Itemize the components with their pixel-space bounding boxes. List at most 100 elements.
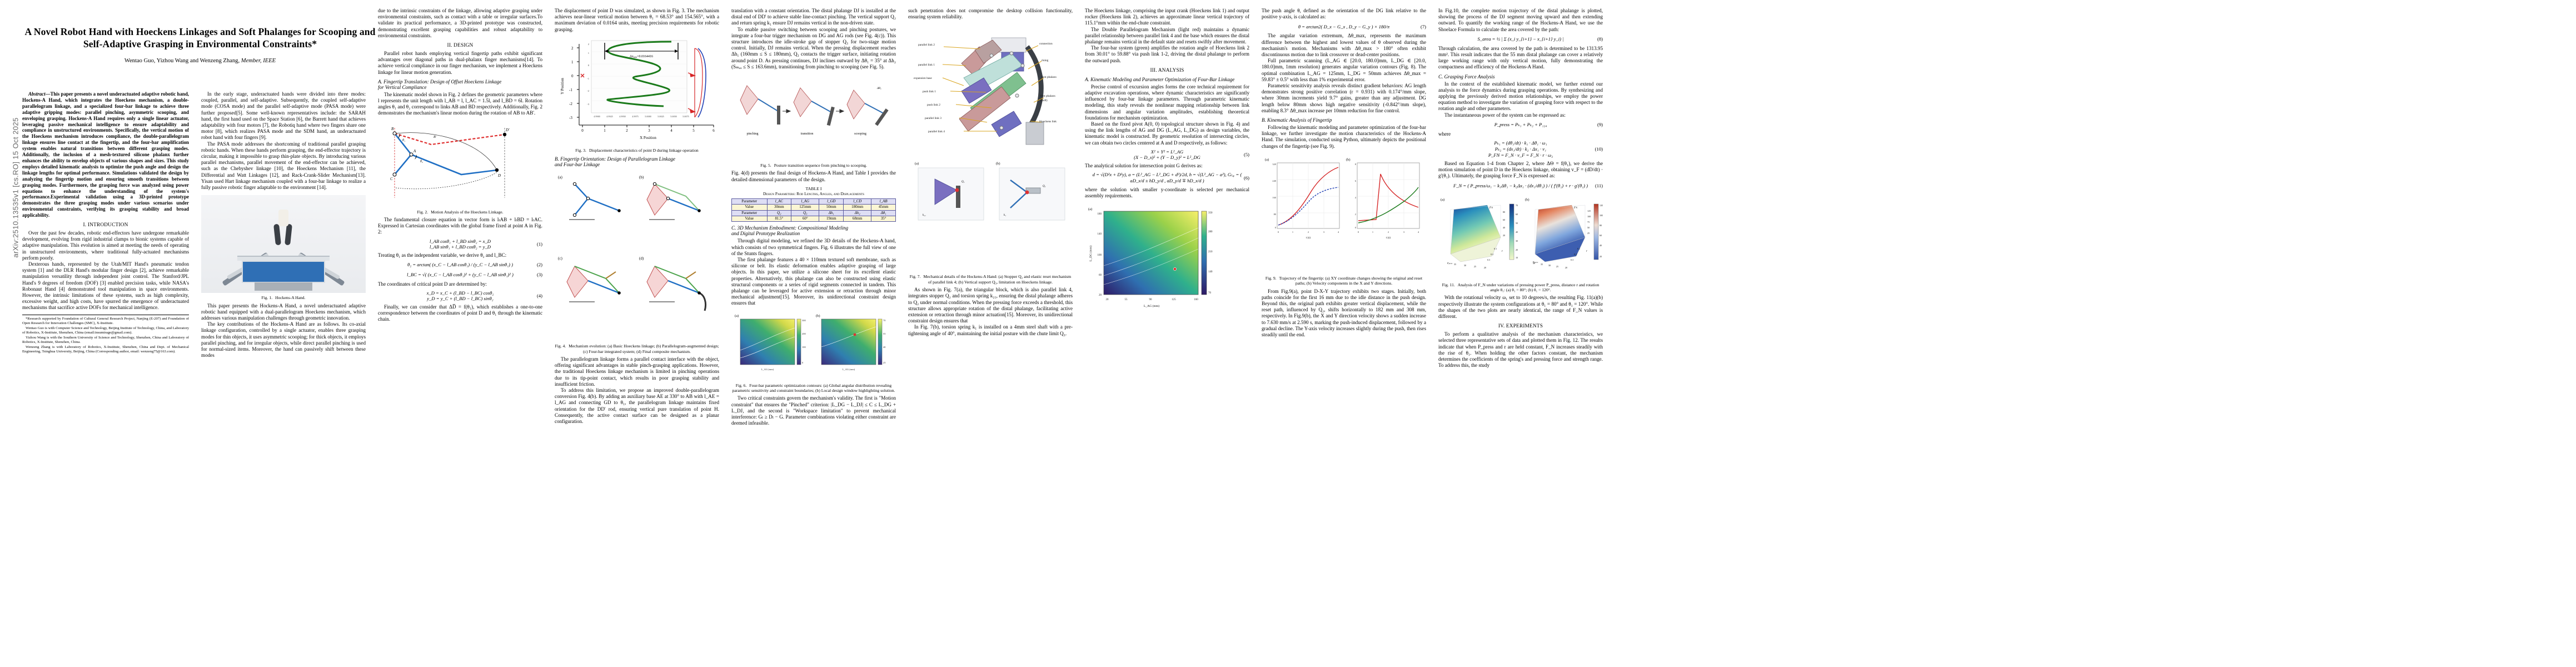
robot-hand-photo	[201, 195, 366, 293]
svg-text:F N: F N	[1489, 207, 1493, 210]
subsection-B-heading: B. Fingertip Orientation: Design of Para…	[555, 156, 719, 167]
svg-text:40: 40	[883, 346, 886, 349]
equation-10-line-b: Pₖ₂ = (dx₁/dt) · k₂ · Δx₁ · v₁	[1494, 146, 1547, 152]
equation-5-line-b: (X − D_x)² + (Y − D_y)² = L²_DG	[1134, 154, 1200, 160]
svg-text:75: 75	[1587, 221, 1590, 223]
callout-push-link-1: push link 1	[923, 90, 936, 93]
svg-text:100: 100	[1587, 215, 1591, 218]
figure-3-caption: Fig. 3.Displacement characteristics of p…	[555, 148, 719, 153]
figure-11-panel-b-label: (b)	[1525, 198, 1529, 202]
equation-11-number: (11)	[1595, 183, 1603, 189]
svg-text:35: 35	[1541, 263, 1543, 266]
svg-text:70: 70	[1516, 204, 1518, 207]
svg-text:3: 3	[1323, 231, 1325, 233]
subsection-C-heading: C. 3D Mechanism Embodiment: Compositiona…	[731, 225, 896, 236]
svg-text:(Soft): (Soft)	[1040, 98, 1048, 102]
svg-text:0: 0	[571, 74, 574, 78]
col2-para-1: In the early stage, underactuated hands …	[201, 91, 366, 141]
callout-parallel-link-4: parallel link 4	[928, 130, 945, 133]
equation-4-line-b: y_D = y_C + (l_BD − l_BC) sinθ₂	[427, 296, 494, 302]
subsection-analysis-A-heading: A. Kinematic Modeling and Parameter Opti…	[1085, 76, 1235, 82]
table-cell: 35°	[871, 215, 896, 222]
col5-para-2: To enable passive switching between scoo…	[731, 26, 896, 69]
equation-3: l_BC = √( (x_C − l_AB cosθ₁)² + (y_C − l…	[378, 271, 542, 278]
svg-text:Q₃: Q₃	[1043, 185, 1046, 188]
column-2: In the early stage, underactuated hands …	[201, 8, 366, 661]
col5-para-1: translation with a constant orientation.…	[731, 8, 896, 26]
figure-5-label: Fig. 5.	[760, 163, 771, 168]
callout-expansion-base: expansion base	[914, 77, 932, 80]
table-cell: 125mm	[791, 204, 820, 211]
svg-text:0: 0	[1275, 226, 1277, 229]
figure-9-label: Fig. 9.	[1265, 275, 1277, 281]
col7-para-5: Based on the fixed pivot A(0, 0) topolog…	[1085, 121, 1249, 146]
svg-text:30: 30	[1548, 264, 1551, 267]
equation-1-body: l_AB cosθ₁ + l_BD sinθ₂ = x_D l_AB sinθ₁…	[430, 238, 491, 250]
figure-9-panel-b-label: (b)	[1346, 158, 1351, 162]
svg-text:60: 60	[1503, 218, 1505, 221]
figure-6-caption: Fig. 6.Four-bar parametric optimization …	[731, 383, 896, 394]
svg-text:50: 50	[1516, 222, 1518, 225]
col6-para-2: As shown in Fig. 7(a), the triangular bl…	[908, 287, 1073, 324]
equation-2-number: (2)	[536, 262, 542, 268]
svg-text:300: 300	[802, 319, 806, 322]
table-cell: 81.5°	[766, 215, 792, 222]
svg-text:20: 20	[1516, 248, 1518, 251]
subsection-analysis-C-heading: C. Grasping Force Analysis	[1438, 73, 1495, 79]
figure-6-text: Four-bar parametric optimization contour…	[732, 382, 895, 393]
figure-11-plot: (a) F N 80 60 40 20	[1438, 193, 1603, 277]
svg-text:55: 55	[1125, 298, 1128, 301]
subsection-A-heading: A. Fingertip Translation: Design of Offs…	[378, 79, 542, 90]
callout-rising: rising	[1042, 59, 1049, 62]
svg-text:-1: -1	[587, 77, 590, 80]
svg-text:4: 4	[1355, 196, 1357, 199]
svg-text:0: 0	[1358, 231, 1359, 233]
figure-11-panel-a-label: (a)	[1441, 198, 1444, 202]
figure-7-panel-a-label: (a)	[915, 162, 919, 166]
table-cell: l_AC	[766, 198, 792, 205]
photo-tip-left	[273, 223, 281, 246]
subsection-analysis-B-heading: B. Kinematic Analysis of Fingertip	[1262, 117, 1332, 123]
svg-text:80: 80	[1600, 224, 1602, 227]
figure-11: (a) F N 80 60 40 20	[1438, 193, 1603, 293]
equation-10-number: (10)	[1595, 146, 1603, 152]
svg-text:210: 210	[1208, 251, 1213, 253]
figure-4-panel-d-label: (d)	[639, 256, 644, 261]
svg-text:55: 55	[883, 332, 886, 335]
figure-6-panel-a-label: (a)	[735, 314, 739, 318]
author-list: Wentao Guo, Yizhou Wang and Wenzeng Zhan…	[22, 58, 378, 64]
table-cell: 45mm	[871, 204, 896, 211]
table-cell: Parameter	[731, 210, 768, 216]
svg-text:100: 100	[1098, 254, 1102, 257]
svg-text:140: 140	[1098, 233, 1102, 236]
figure-7-text: Mechanical details of the Hockens-A Hand…	[923, 274, 1072, 285]
svg-text:35: 35	[1454, 263, 1456, 266]
col7-para-2: The Double Parallelogram Mechanism (ligh…	[1085, 26, 1249, 45]
equation-8-number: (8)	[1597, 36, 1603, 42]
svg-text:r: r	[1586, 250, 1587, 253]
svg-text:0.1: 0.1	[1577, 247, 1580, 250]
abstract-paragraph: Abstract—This paper presents a novel und…	[22, 91, 189, 218]
table-1: Parameter l_AC l_AG l_GD l_CD l_AB Value…	[731, 198, 896, 222]
col5-para-3: Fig. 4(d) presents the final design of H…	[731, 170, 896, 182]
equation-1-line-b: l_AB sinθ₁ + l_BD cosθ₂ = y_D	[429, 243, 491, 250]
col3-para-1: due to the intrinsic constraints of the …	[378, 8, 542, 38]
column-7: The Hoeckens linkage, comprising the inp…	[1085, 8, 1249, 661]
svg-text:4: 4	[670, 128, 672, 133]
callout-parallel-link-1: parallel link 1	[918, 63, 935, 67]
col5-para-5: The first phalange features a 40 × 110mm…	[731, 256, 896, 306]
col7-para-1: The Hoeckens linkage, comprising the inp…	[1085, 8, 1249, 26]
svg-text:6: 6	[712, 128, 715, 133]
figure-5-diagram: pinching transition scooping	[731, 74, 896, 158]
svg-text:-2: -2	[587, 89, 590, 92]
column-5: translation with a constant orientation.…	[731, 8, 896, 661]
svg-text:40: 40	[1600, 244, 1602, 247]
figure-6-label: Fig. 6.	[735, 382, 747, 388]
section-heading-experiments: IV. EXPERIMENTS	[1498, 323, 1543, 330]
svg-text:Y Position: Y Position	[560, 78, 565, 94]
equation-8: S_area = ½ | Σ (x_i y_{i+1} − x_{i+1} y_…	[1438, 36, 1603, 43]
svg-text:70: 70	[883, 319, 886, 322]
svg-text:transition: transition	[801, 132, 814, 136]
